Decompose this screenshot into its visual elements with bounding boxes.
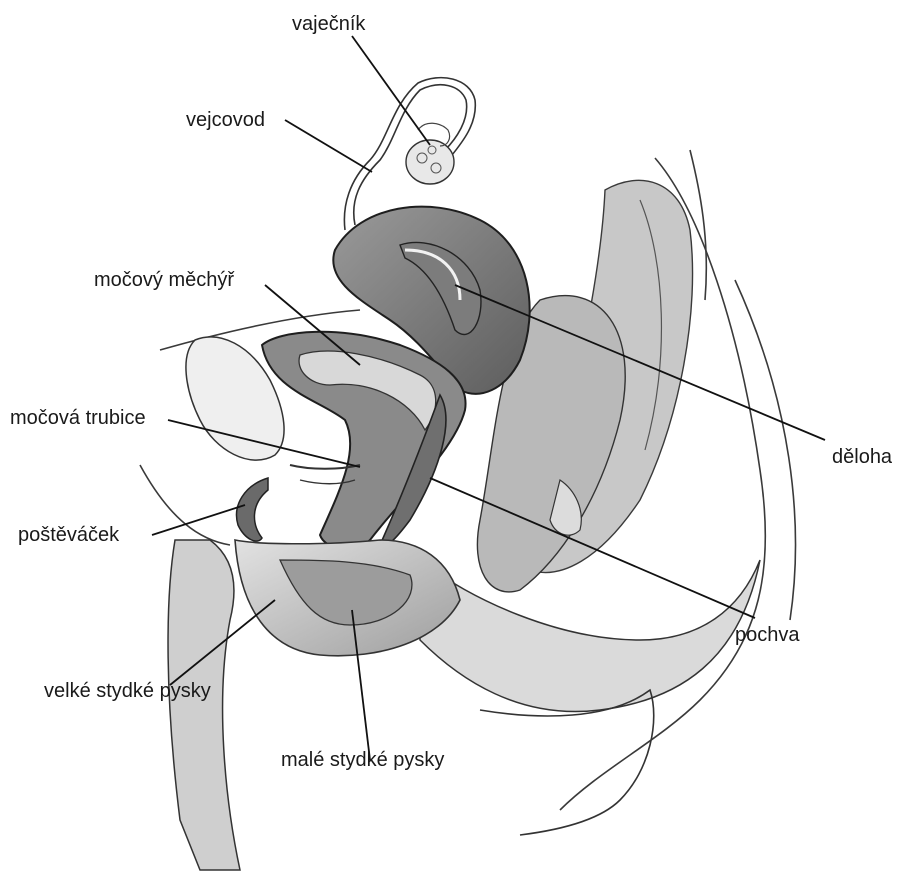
perineum [420, 560, 760, 712]
label-uterus: děloha [832, 447, 892, 467]
label-urinary-bladder: močový měchýř [94, 270, 234, 290]
label-labia-majora: velké stydké pysky [44, 681, 211, 701]
label-clitoris: poštěváček [18, 525, 119, 545]
ovary [406, 123, 454, 184]
label-ovary: vaječník [292, 14, 365, 34]
label-vagina: pochva [735, 625, 800, 645]
label-labia-minora: malé stydké pysky [281, 750, 444, 770]
label-urethra: močová trubice [10, 408, 146, 428]
label-fallopian-tube: vejcovod [186, 110, 265, 130]
clitoris [237, 478, 268, 541]
